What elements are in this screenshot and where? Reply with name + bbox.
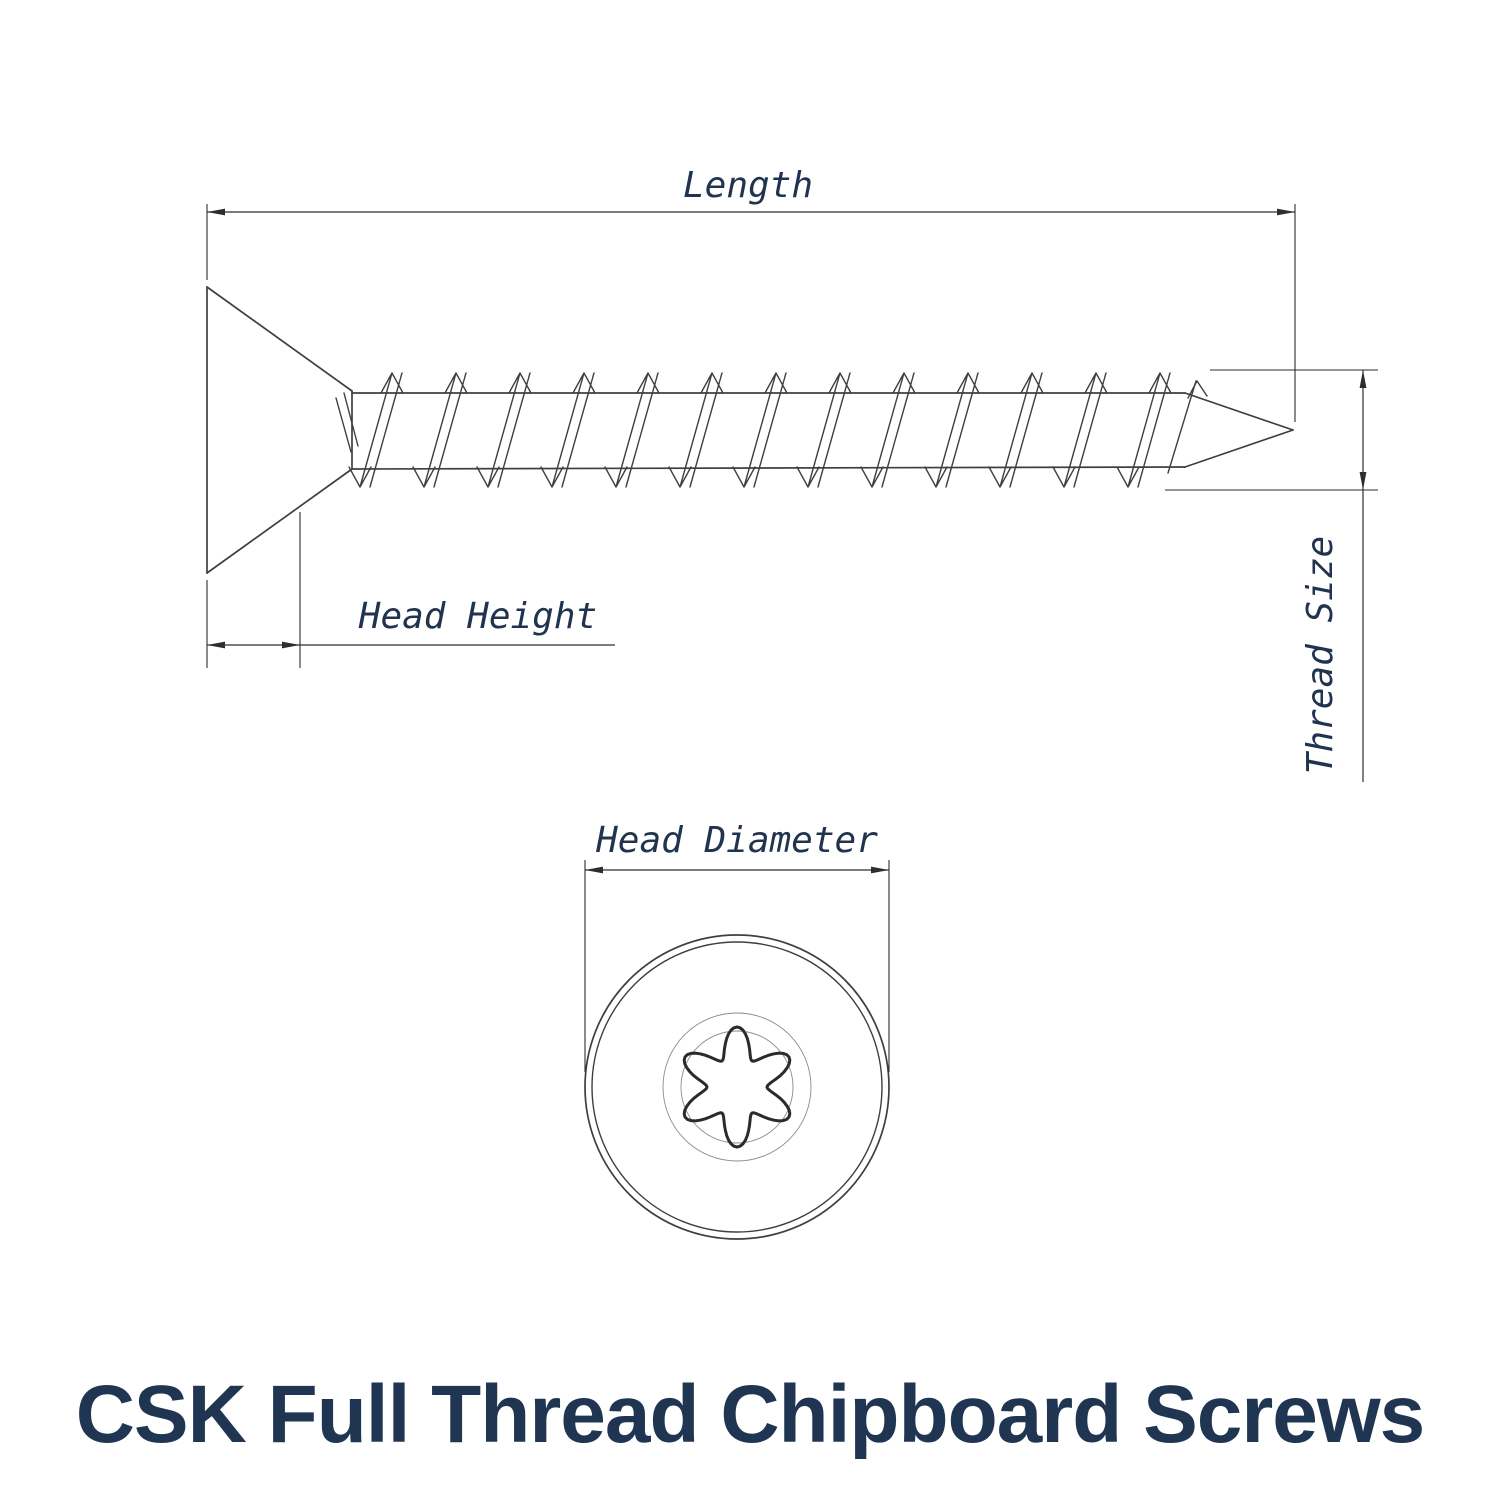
diagram-title: CSK Full Thread Chipboard Screws xyxy=(76,1369,1425,1460)
thread-size-label: Thread Size xyxy=(1300,536,1341,774)
screw-head-outline xyxy=(206,286,359,574)
recess-construction-circle xyxy=(662,1012,812,1162)
screw-shank xyxy=(351,390,1186,470)
head-diameter-label: Head Diameter xyxy=(595,820,878,861)
length-label: Length xyxy=(683,165,813,206)
thread-size-dimension: Thread Size xyxy=(1165,369,1378,782)
length-dimension: Length xyxy=(206,165,1296,422)
head-outer-circle xyxy=(584,934,890,1240)
head-height-label: Head Height xyxy=(358,596,597,637)
torx-recess-star xyxy=(682,1025,792,1149)
screw-side-view xyxy=(206,286,1294,574)
head-top-view xyxy=(584,934,890,1240)
recess-hint-line xyxy=(343,392,359,447)
screw-tip xyxy=(1167,380,1294,474)
head-diameter-dimension: Head Diameter xyxy=(584,820,890,1072)
recess-hint-line xyxy=(335,397,352,453)
recess-construction-circle xyxy=(680,1030,794,1144)
head-height-dimension: Head Height xyxy=(206,512,615,668)
head-inner-ring xyxy=(591,941,883,1233)
thread-pattern xyxy=(348,372,1172,488)
